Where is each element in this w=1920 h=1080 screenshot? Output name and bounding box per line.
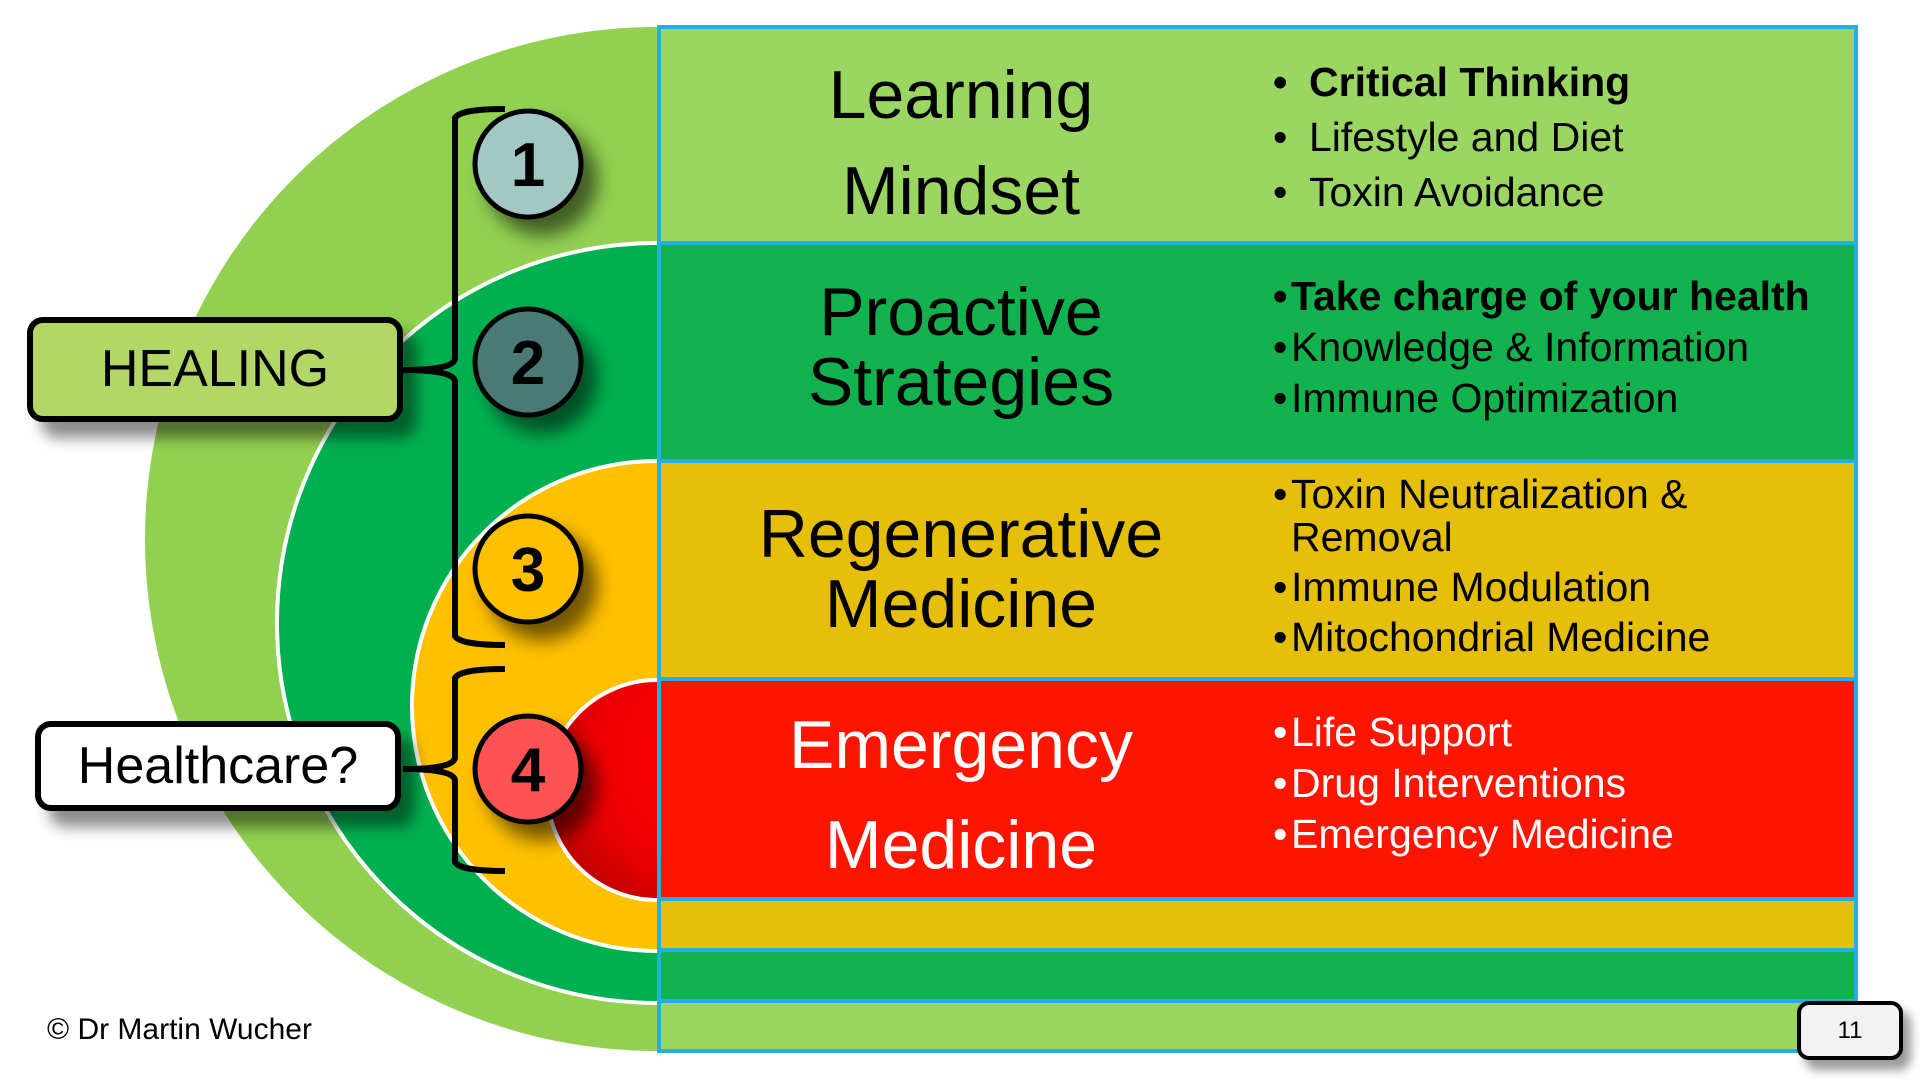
band-green: [657, 952, 1858, 1003]
badge-4: 4: [472, 713, 584, 825]
bullet-text: Mitochondrial Medicine: [1291, 614, 1711, 660]
bullet-icon: •: [1273, 273, 1288, 319]
bullet-icon: •: [1273, 811, 1288, 857]
badge-1-number: 1: [511, 131, 545, 200]
bullet-list: • Critical Thinking • Lifestyle and Diet •…: [1273, 55, 1630, 220]
title-line: Strategies: [807, 344, 1115, 420]
bullet-text: Immune Modulation: [1291, 564, 1652, 610]
list-item: • Toxin Avoidance: [1273, 165, 1630, 220]
bullet-icon: •: [1273, 169, 1288, 215]
band-yellow: [657, 901, 1858, 952]
bullet-icon: •: [1273, 564, 1288, 610]
title-line: Proactive: [819, 274, 1103, 350]
healthcare-label-text: Healthcare?: [77, 737, 359, 795]
list-item: • Lifestyle and Diet: [1273, 110, 1630, 165]
bullet-icon: •: [1273, 760, 1288, 806]
bullet-text: Toxin Neutralization &: [1291, 471, 1688, 517]
bullet-text: Toxin Avoidance: [1309, 169, 1605, 215]
list-item: •Life Support: [1273, 707, 1674, 758]
bullet-text: Immune Optimization: [1291, 375, 1679, 421]
bullet-text: Drug Interventions: [1291, 760, 1627, 806]
healing-label: HEALING: [27, 317, 403, 422]
bullet-icon: •: [1273, 375, 1288, 421]
row-regenerative-medicine: Regenerative Medicine •Toxin Neutralizat…: [657, 463, 1858, 681]
bullet-icon: •: [1273, 709, 1288, 755]
bullet-icon: •: [1273, 614, 1288, 660]
bullet-icon: •: [1273, 59, 1288, 105]
list-item: •Knowledge & Information: [1273, 322, 1810, 373]
list-item: •Toxin Neutralization &: [1273, 471, 1710, 518]
bullet-icon: •: [1273, 471, 1288, 517]
badge-2: 2: [472, 306, 584, 418]
bullet-icon: •: [1273, 114, 1288, 160]
title-line: Learning: [828, 57, 1094, 133]
badge-2-number: 2: [511, 329, 545, 398]
title-line: Emergency: [789, 707, 1133, 783]
healing-label-text: HEALING: [100, 340, 330, 398]
row-emergency-medicine: Emergency Medicine •Life Support •Drug I…: [657, 681, 1858, 901]
list-item: •Take charge of your health: [1273, 271, 1810, 322]
bullet-text: Emergency Medicine: [1291, 811, 1674, 857]
list-item: •Drug Interventions: [1273, 758, 1674, 809]
title-line: Regenerative: [758, 496, 1164, 572]
bullet-icon: •: [1273, 324, 1288, 370]
badge-1: 1: [472, 108, 584, 220]
band-light-green: [657, 1003, 1858, 1053]
list-item: •Immune Modulation: [1273, 564, 1710, 611]
row-title: Learning Mindset: [661, 47, 1261, 239]
list-item: •Immune Optimization: [1273, 373, 1810, 424]
bullet-list: •Take charge of your health •Knowledge &…: [1273, 271, 1810, 424]
levels-table: Learning Mindset •Critical Thinking •Lif…: [657, 25, 1858, 1053]
healing-bracket: [402, 106, 506, 648]
bullet-text: Lifestyle and Diet: [1309, 114, 1624, 160]
title-line: Medicine: [824, 566, 1098, 642]
badge-3-number: 3: [511, 536, 545, 605]
bullet-text: Critical Thinking: [1309, 59, 1631, 105]
bullet-text: Knowledge & Information: [1291, 324, 1750, 370]
healthcare-bracket: [402, 666, 506, 874]
row-proactive-strategies: Proactive Strategies •Take charge of you…: [657, 245, 1858, 463]
badge-4-number: 4: [511, 736, 546, 805]
row-title: Emergency Medicine: [661, 695, 1261, 895]
row-title: Proactive Strategies: [661, 277, 1261, 417]
bullet-text: Take charge of your health: [1291, 273, 1810, 319]
bullet-text: Removal: [1291, 514, 1453, 560]
list-item: • Critical Thinking: [1273, 55, 1630, 110]
row-title: Regenerative Medicine: [661, 499, 1261, 639]
title-line: Mindset: [841, 153, 1081, 229]
row-learning-mindset: Learning Mindset • Critical Thinking • Lif…: [657, 25, 1858, 245]
badge-3: 3: [472, 513, 584, 625]
title-line: Medicine: [824, 807, 1098, 883]
bullet-text: Life Support: [1291, 709, 1513, 755]
slide-number: 11: [1797, 1001, 1903, 1060]
healthcare-label: Healthcare?: [35, 721, 401, 811]
bullet-list: •Toxin Neutralization & Removal •Immune …: [1273, 471, 1710, 661]
bullet-list: •Life Support •Drug Interventions •Emerg…: [1273, 707, 1674, 860]
list-item: Removal: [1273, 514, 1710, 561]
copyright-footer: © Dr Martin Wucher: [47, 1013, 312, 1046]
list-item: •Mitochondrial Medicine: [1273, 614, 1710, 661]
list-item: •Emergency Medicine: [1273, 809, 1674, 860]
